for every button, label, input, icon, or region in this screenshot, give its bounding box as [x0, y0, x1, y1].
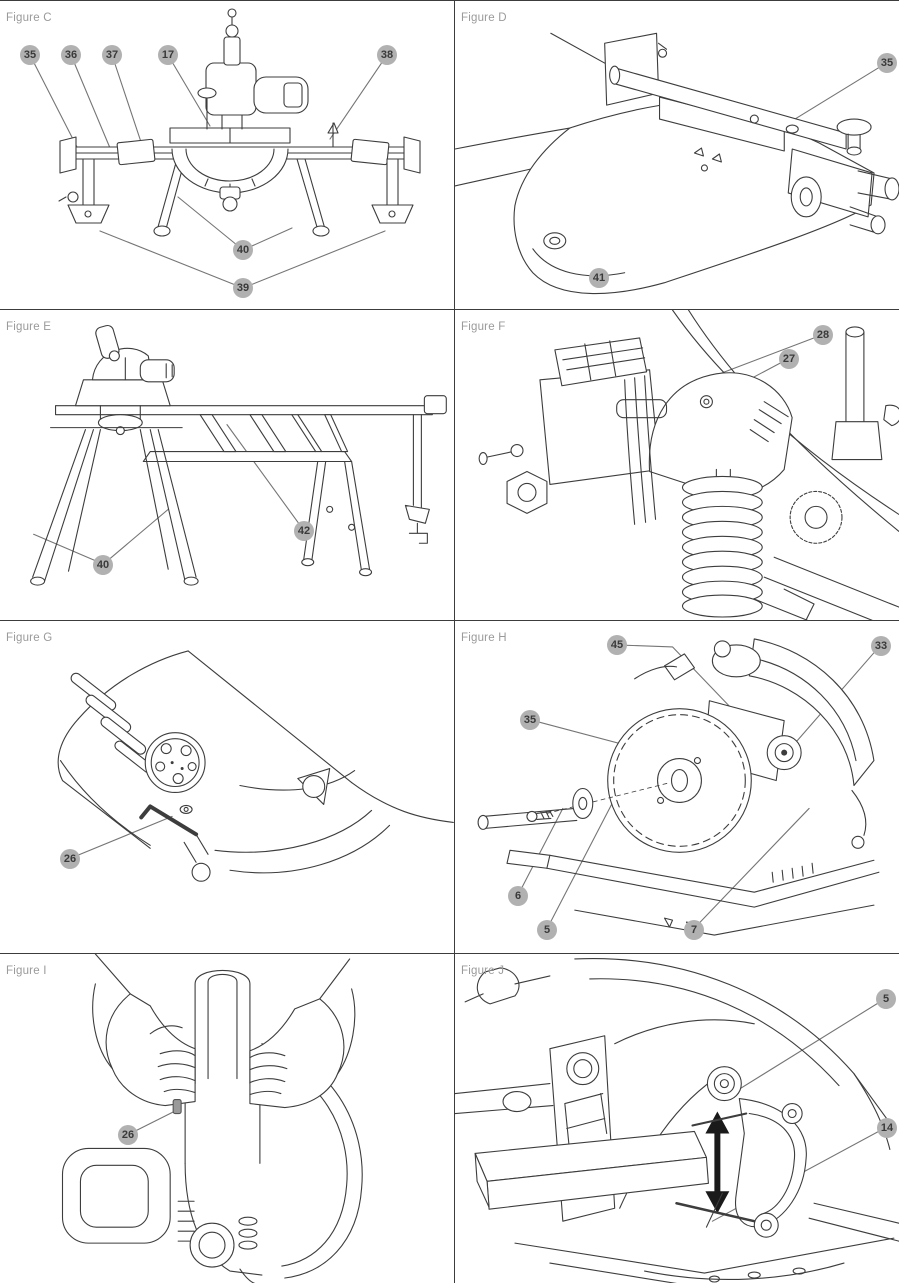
miter-saw-on-rails-drawing — [58, 8, 421, 237]
callout-35: 35 — [20, 45, 40, 65]
figure-e-illustration — [30, 324, 447, 586]
callout-42: 42 — [294, 521, 314, 541]
figure-f-panel: Figure F — [454, 309, 899, 620]
callout-35: 35 — [520, 710, 540, 730]
callout-37: 37 — [102, 45, 122, 65]
figure-c-illustration — [29, 8, 421, 289]
figure-e-leader-lines — [33, 424, 305, 565]
callout-26: 26 — [118, 1125, 138, 1145]
callout-27: 27 — [779, 349, 799, 369]
callout-7: 7 — [684, 920, 704, 940]
figure-d-label: Figure D — [461, 12, 507, 24]
callout-6: 6 — [508, 886, 528, 906]
callout-40: 40 — [93, 555, 113, 575]
double-arrow-icon — [705, 1111, 730, 1214]
figure-i-illustration — [61, 954, 363, 1283]
figure-c-leader-lines — [29, 54, 388, 289]
figure-g-leader-lines — [69, 815, 173, 859]
handle-hex-key-closeup-drawing — [57, 650, 454, 882]
figure-d-panel: Figure D — [454, 1, 899, 309]
figure-h-label: Figure H — [461, 632, 507, 644]
figure-j-panel: Figure J — [454, 953, 899, 1283]
carrying-saw-drawing — [61, 954, 363, 1283]
blade-assembly-exploded-drawing — [477, 638, 880, 936]
saw-on-stand-drawing — [30, 324, 447, 586]
callout-33: 33 — [871, 636, 891, 656]
figure-h-illustration — [477, 638, 881, 936]
figure-f-label: Figure F — [461, 321, 506, 333]
figure-g-illustration — [57, 650, 454, 882]
base-rail-clamp-drawing — [455, 32, 899, 295]
figure-e-label: Figure E — [6, 321, 52, 333]
figure-c-label: Figure C — [6, 12, 52, 24]
callout-35: 35 — [877, 53, 897, 73]
callout-14: 14 — [877, 1118, 897, 1138]
callout-5: 5 — [876, 989, 896, 1009]
callout-28: 28 — [813, 325, 833, 345]
figure-j-label: Figure J — [461, 965, 505, 977]
blade-depth-closeup-drawing — [455, 958, 899, 1283]
callout-40: 40 — [233, 240, 253, 260]
callout-36: 36 — [61, 45, 81, 65]
callout-41: 41 — [589, 268, 609, 288]
figure-e-panel: Figure E — [0, 309, 454, 620]
figure-f-illustration — [478, 310, 899, 620]
figure-g-label: Figure G — [6, 632, 53, 644]
figure-c-panel: Figure C — [0, 1, 454, 309]
figure-h-panel: Figure H — [454, 620, 899, 953]
callout-5: 5 — [537, 920, 557, 940]
figure-i-label: Figure I — [6, 965, 47, 977]
callout-26: 26 — [60, 849, 80, 869]
figure-d-illustration — [455, 32, 899, 295]
figure-j-illustration — [455, 958, 899, 1283]
callout-38: 38 — [377, 45, 397, 65]
spring-arm-closeup-drawing — [478, 310, 899, 620]
callout-39: 39 — [233, 278, 253, 298]
figure-i-panel: Figure I — [0, 953, 454, 1283]
figure-g-panel: Figure G — [0, 620, 454, 953]
callout-45: 45 — [607, 635, 627, 655]
callout-17: 17 — [158, 45, 178, 65]
